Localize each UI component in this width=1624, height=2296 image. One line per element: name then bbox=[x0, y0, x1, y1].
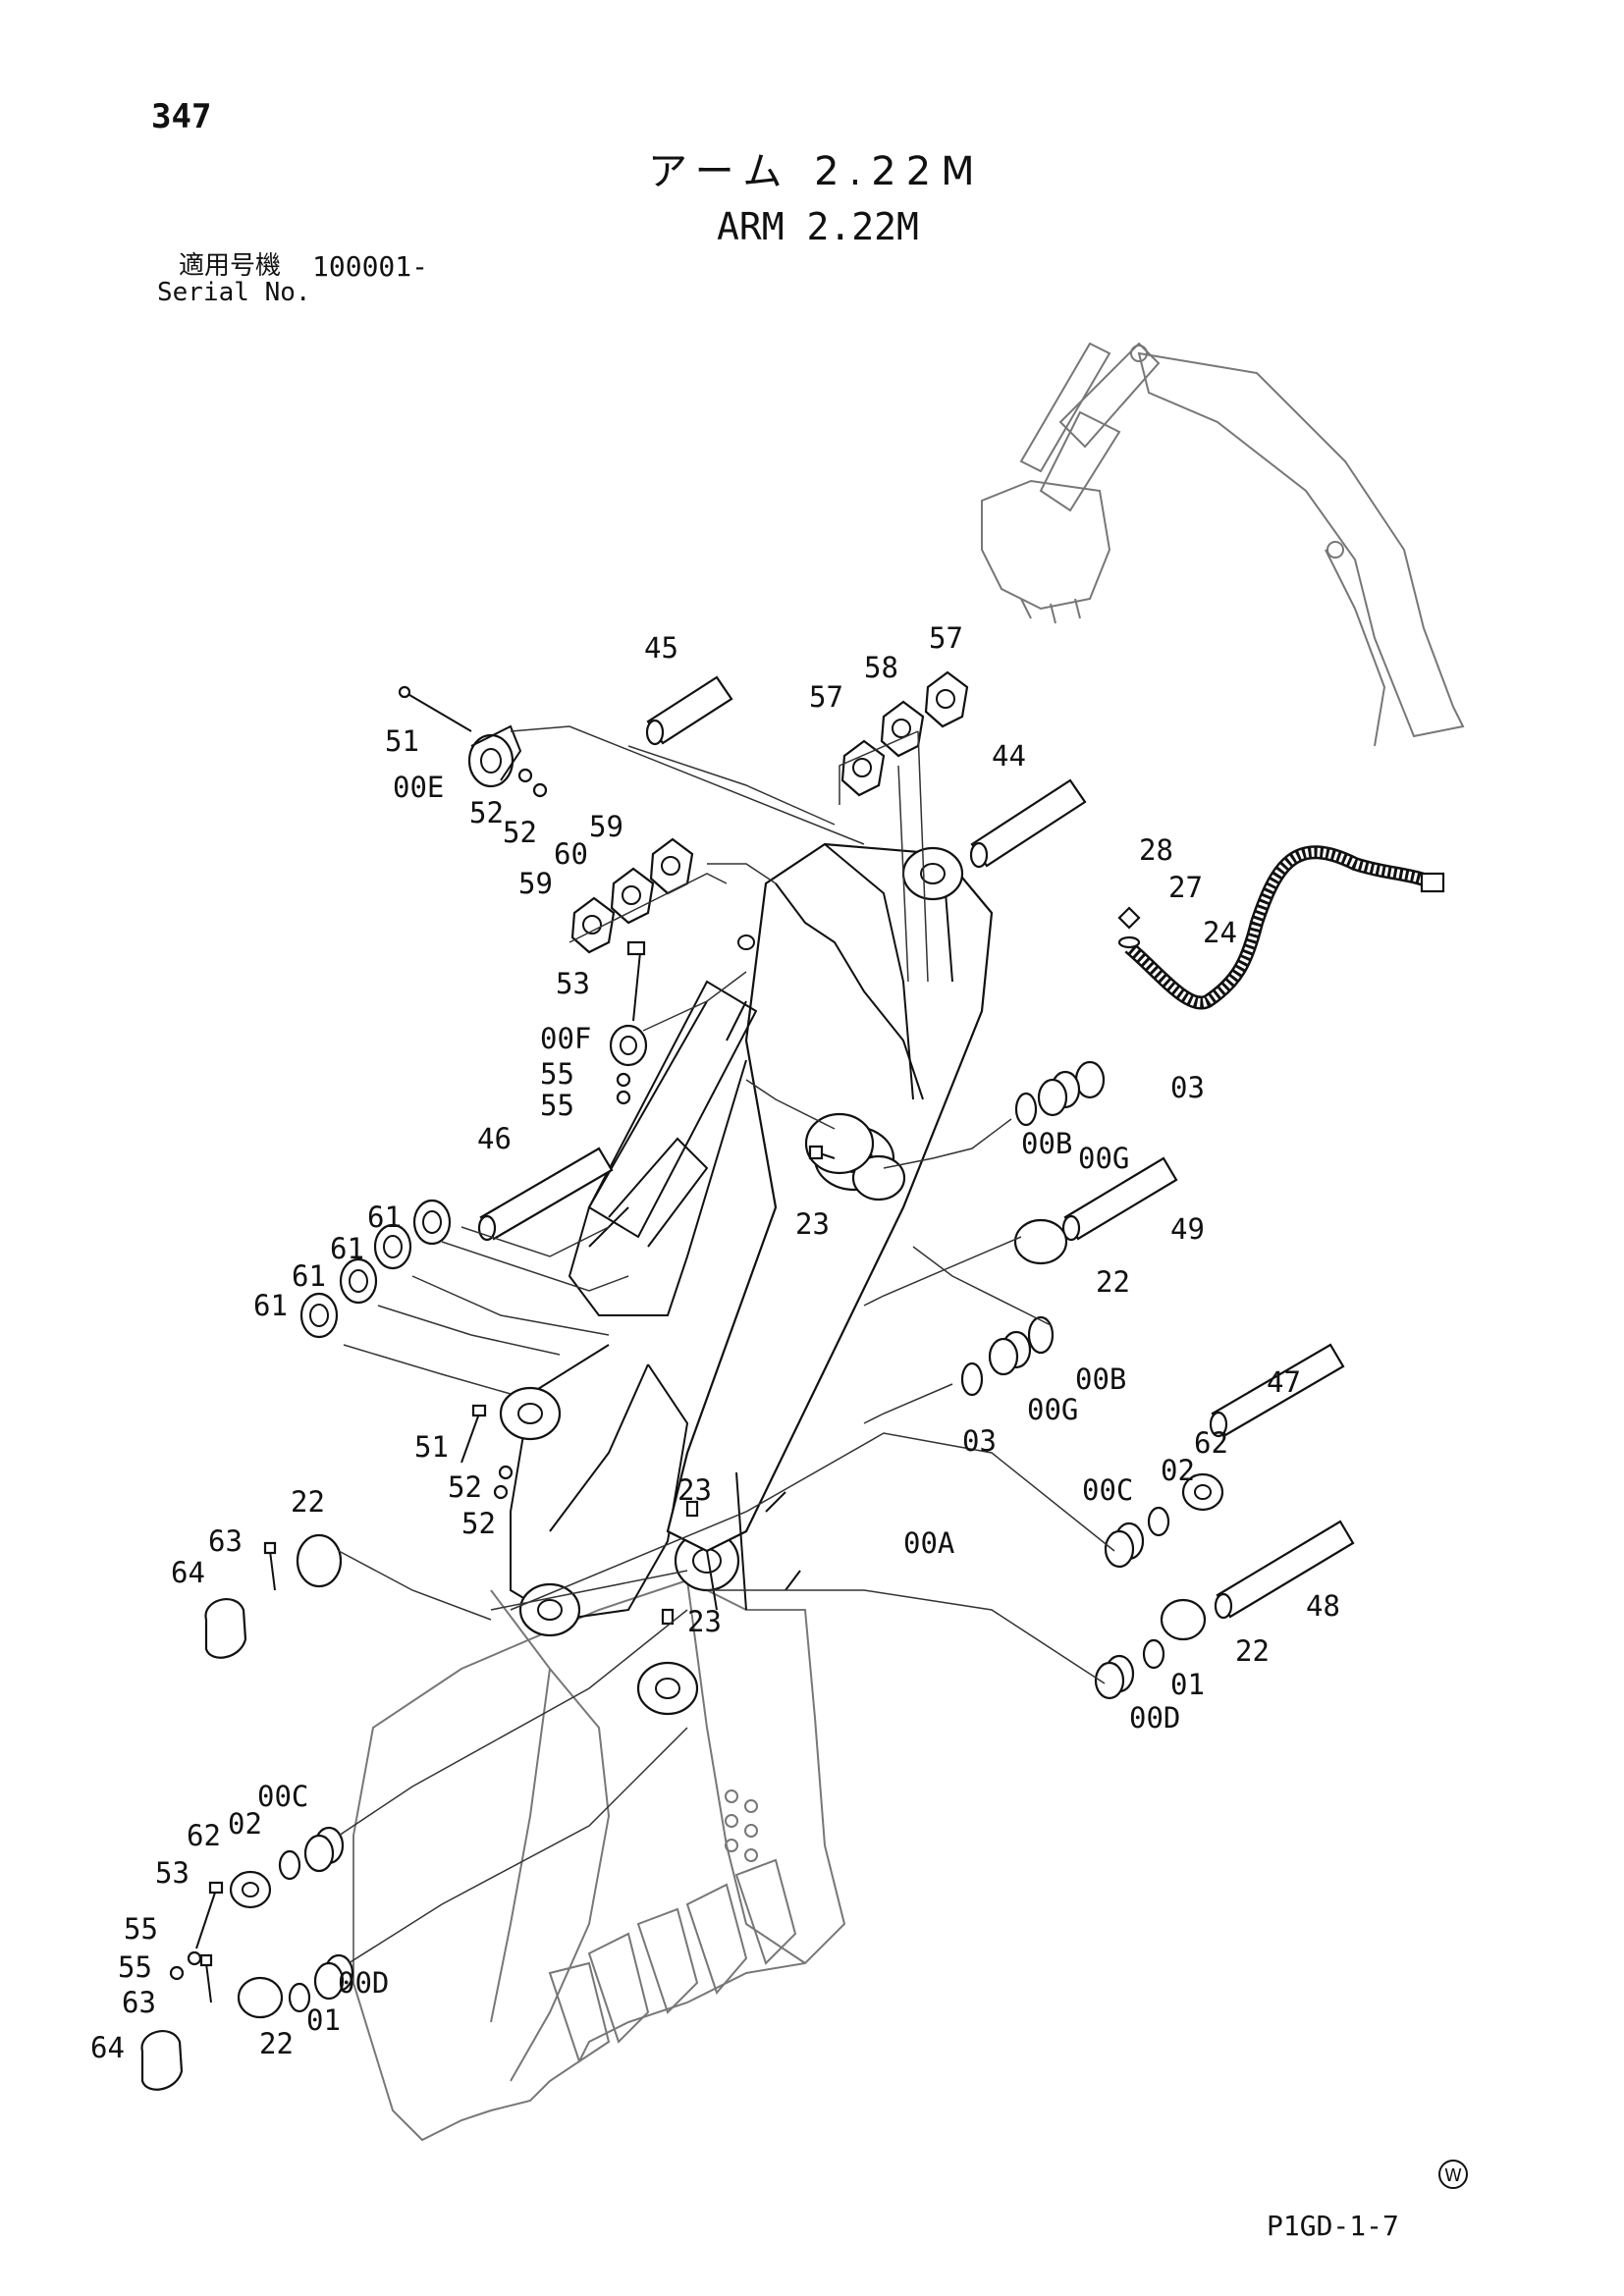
callout-58: 58 bbox=[864, 651, 898, 684]
callout-63: 63 bbox=[122, 1986, 156, 2019]
callout-22: 22 bbox=[259, 2027, 294, 2060]
callout-03: 03 bbox=[1170, 1071, 1205, 1104]
callout-01: 01 bbox=[306, 2003, 341, 2037]
callout-59: 59 bbox=[589, 810, 623, 843]
callout-47: 47 bbox=[1267, 1365, 1301, 1399]
callout-02: 02 bbox=[228, 1807, 262, 1841]
callout-00F: 00F bbox=[540, 1022, 591, 1055]
callout-63: 63 bbox=[208, 1524, 243, 1558]
callout-53: 53 bbox=[556, 967, 590, 1000]
callout-59: 59 bbox=[518, 867, 553, 900]
callout-49: 49 bbox=[1170, 1212, 1205, 1246]
callout-22: 22 bbox=[1096, 1265, 1130, 1299]
serial-label-english: Serial No. bbox=[157, 278, 311, 307]
callout-57: 57 bbox=[809, 680, 843, 714]
serial-label-japanese: 適用号機 bbox=[179, 251, 282, 281]
pin-45 bbox=[645, 675, 733, 746]
callout-00B: 00B bbox=[1075, 1362, 1126, 1396]
svg-text:W: W bbox=[1444, 2165, 1462, 2186]
callout-55: 55 bbox=[540, 1057, 574, 1091]
callout-22: 22 bbox=[291, 1485, 325, 1519]
callout-55: 55 bbox=[124, 1912, 158, 1946]
callout-55: 55 bbox=[118, 1950, 152, 1984]
pin-44 bbox=[969, 778, 1087, 869]
callout-52: 52 bbox=[503, 816, 537, 849]
callout-23: 23 bbox=[795, 1207, 830, 1241]
callout-64: 64 bbox=[90, 2031, 125, 2064]
title-japanese: アーム 2.22M bbox=[648, 149, 985, 194]
callout-61: 61 bbox=[292, 1259, 326, 1293]
callout-00A: 00A bbox=[903, 1526, 954, 1560]
bucket-illustration bbox=[352, 1578, 846, 2142]
callout-61: 61 bbox=[330, 1232, 364, 1265]
callout-22: 22 bbox=[1235, 1634, 1270, 1668]
hose-24 bbox=[1117, 845, 1445, 1010]
callout-51: 51 bbox=[414, 1430, 449, 1464]
pin-48 bbox=[1214, 1520, 1355, 1620]
callout-52: 52 bbox=[469, 796, 504, 829]
callout-00G: 00G bbox=[1078, 1142, 1129, 1175]
callout-62: 62 bbox=[187, 1819, 221, 1852]
drawing-code: P1GD-1-7 bbox=[1267, 2210, 1399, 2242]
pin-49 bbox=[1061, 1156, 1178, 1242]
callout-57: 57 bbox=[929, 621, 963, 655]
callout-64: 64 bbox=[171, 1556, 205, 1589]
callout-28: 28 bbox=[1139, 833, 1173, 867]
callout-44: 44 bbox=[992, 739, 1026, 773]
arm-cylinder bbox=[587, 980, 758, 1248]
callout-00D: 00D bbox=[338, 1966, 389, 2000]
callout-24: 24 bbox=[1203, 916, 1237, 949]
callout-52: 52 bbox=[448, 1470, 482, 1504]
callout-46: 46 bbox=[477, 1122, 512, 1155]
excavator-overview-illustration bbox=[981, 342, 1465, 747]
callout-45: 45 bbox=[644, 631, 678, 665]
callout-51: 51 bbox=[385, 724, 419, 758]
callout-02: 02 bbox=[1161, 1454, 1195, 1487]
page-number: 347 bbox=[151, 97, 212, 136]
callout-48: 48 bbox=[1306, 1589, 1340, 1623]
title-english: ARM 2.22M bbox=[717, 205, 919, 248]
callout-52: 52 bbox=[461, 1507, 496, 1540]
pin-47 bbox=[1209, 1343, 1345, 1438]
callout-00E: 00E bbox=[393, 771, 444, 804]
callout-00C: 00C bbox=[1082, 1473, 1133, 1507]
callout-labels: 45 51 00E 52 52 57 58 57 44 59 60 59 28 … bbox=[90, 621, 1340, 2064]
arm-body bbox=[666, 842, 994, 1611]
callout-27: 27 bbox=[1168, 871, 1203, 904]
callout-23: 23 bbox=[677, 1473, 712, 1507]
footer-mark: W bbox=[1438, 2160, 1468, 2189]
callout-55: 55 bbox=[540, 1089, 574, 1122]
callout-00D: 00D bbox=[1129, 1701, 1180, 1735]
callout-62: 62 bbox=[1194, 1426, 1228, 1460]
serial-range: 100001- bbox=[312, 250, 429, 283]
bucket-teeth bbox=[548, 1858, 797, 2063]
callout-01: 01 bbox=[1170, 1668, 1205, 1701]
callout-53: 53 bbox=[155, 1856, 189, 1890]
callout-61: 61 bbox=[253, 1289, 288, 1322]
assembly-leader-lines bbox=[338, 725, 1115, 1964]
pin-46 bbox=[477, 1147, 614, 1242]
callout-60: 60 bbox=[554, 837, 588, 871]
callout-23: 23 bbox=[687, 1605, 722, 1638]
callout-03: 03 bbox=[962, 1424, 997, 1458]
callout-00B: 00B bbox=[1021, 1127, 1072, 1160]
callout-00G: 00G bbox=[1027, 1393, 1078, 1426]
bucket-link-assembly bbox=[499, 1000, 747, 1716]
callout-61: 61 bbox=[367, 1201, 402, 1234]
small-parts bbox=[140, 670, 1224, 2091]
callout-00C: 00C bbox=[257, 1780, 308, 1813]
